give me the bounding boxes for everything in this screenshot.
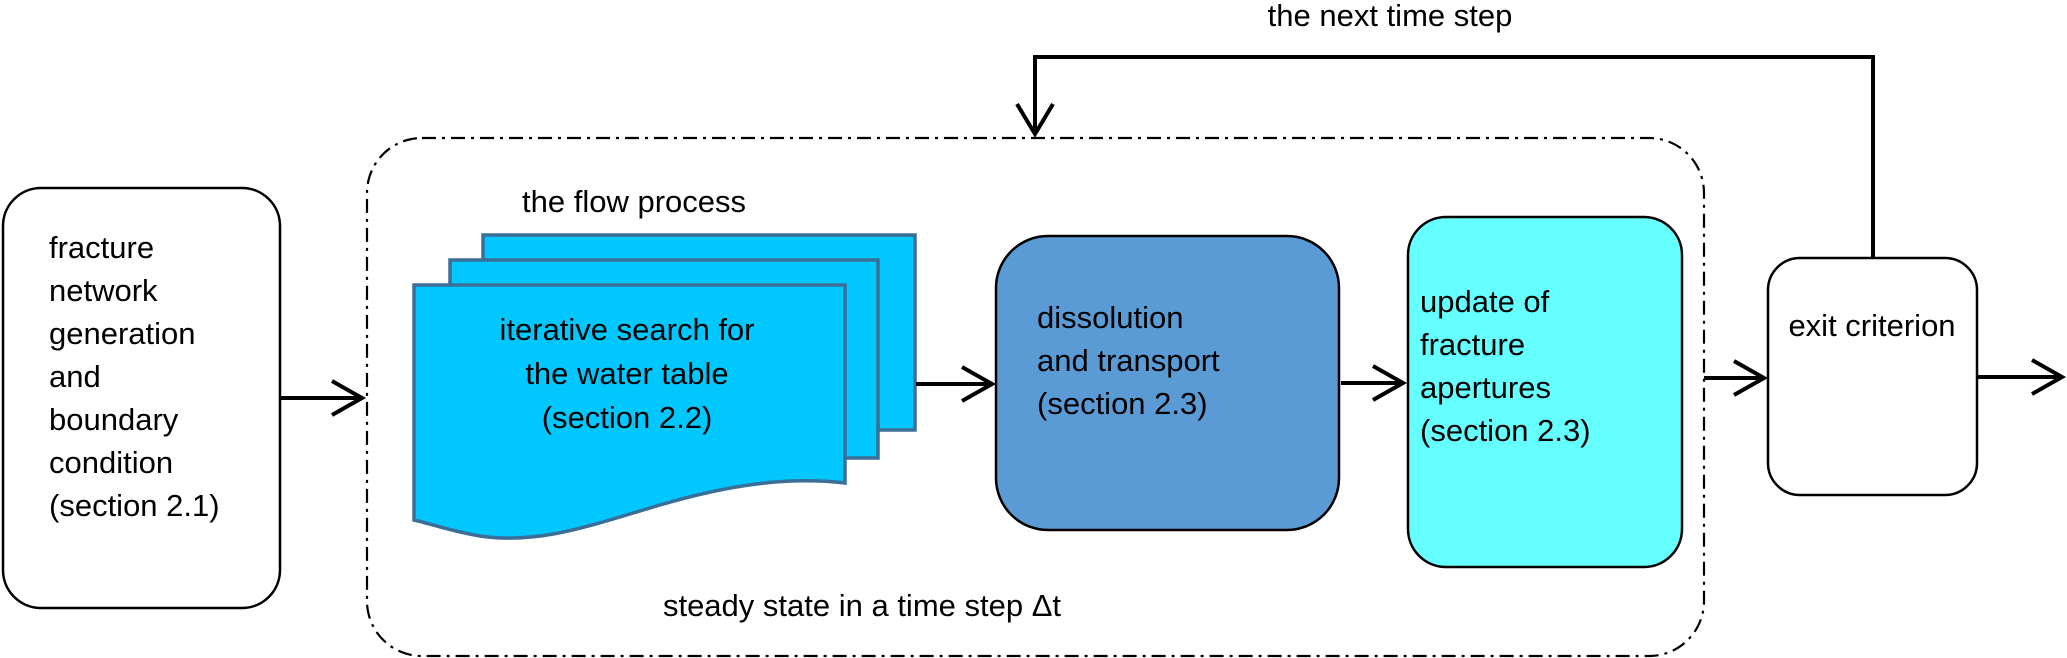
label-line: apertures bbox=[1420, 370, 1551, 405]
label-line: dissolution bbox=[1037, 300, 1183, 335]
label-line: (section 2.3) bbox=[1420, 413, 1591, 448]
label-line: and bbox=[49, 359, 101, 394]
label-line: fracture bbox=[49, 230, 154, 265]
arrow-dissolution-to-update-head bbox=[1372, 364, 1408, 402]
steady-state-container bbox=[365, 136, 1706, 658]
arrow-update-to-exit-head bbox=[1733, 359, 1769, 397]
label-line: exit criterion bbox=[1788, 308, 1955, 343]
label-line: the water table bbox=[525, 356, 728, 391]
arrow-flow-to-dissolution-head bbox=[961, 365, 997, 403]
label-line: fracture bbox=[1420, 327, 1525, 362]
label-line: boundary bbox=[49, 402, 179, 437]
label-line: condition bbox=[49, 445, 173, 480]
update-apertures-label: update of fracture apertures (section 2.3) bbox=[1420, 284, 1591, 448]
next-time-step-label: the next time step bbox=[1268, 0, 1513, 33]
label-line: update of bbox=[1420, 284, 1550, 319]
update-apertures-box bbox=[1406, 215, 1684, 569]
label-line: (section 2.3) bbox=[1037, 386, 1208, 421]
flow-process-label: the flow process bbox=[522, 184, 746, 219]
label-line: (section 2.1) bbox=[49, 488, 220, 523]
dissolution-transport-label: dissolution and transport (section 2.3) bbox=[1037, 300, 1220, 421]
exit-criterion-box bbox=[1766, 256, 1979, 497]
label-line: iterative search for bbox=[500, 312, 755, 347]
next-time-step-loop-line bbox=[1033, 55, 1875, 257]
label-line: and transport bbox=[1037, 343, 1220, 378]
flow-process-box-label: iterative search for the water table (sect… bbox=[500, 312, 755, 435]
arrow-exit-output-head bbox=[2031, 358, 2067, 396]
exit-criterion-label: exit criterion bbox=[1788, 308, 1955, 343]
network-generation-label: fracture network generation and boundary cond… bbox=[49, 230, 220, 523]
flow-document-front bbox=[412, 283, 847, 540]
next-time-step-arrowhead bbox=[1015, 102, 1055, 138]
label-line: (section 2.2) bbox=[542, 400, 713, 435]
arrow-generation-to-flow-head bbox=[331, 379, 367, 417]
dissolution-transport-box bbox=[994, 234, 1341, 532]
network-generation-box bbox=[1, 186, 282, 610]
label-line: generation bbox=[49, 316, 196, 351]
steady-state-label: steady state in a time step Δt bbox=[663, 588, 1061, 623]
label-line: network bbox=[49, 273, 158, 308]
